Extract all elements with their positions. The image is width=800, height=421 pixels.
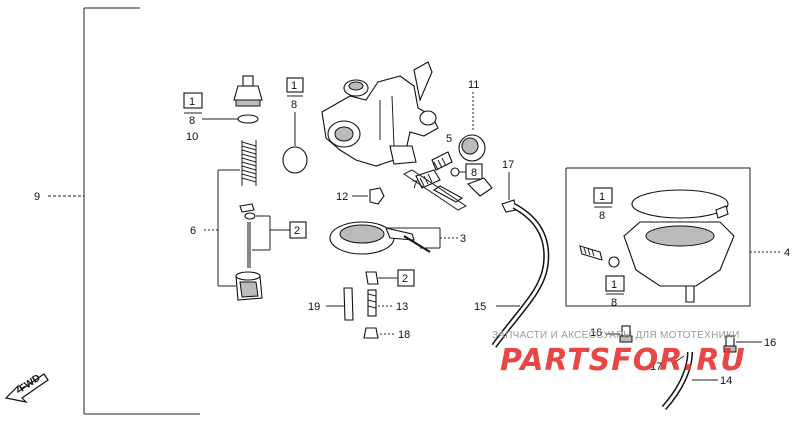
callout-9: 9 [34,191,40,203]
bracket-2-left: 2 [252,215,307,251]
top-cap-nut [233,75,263,107]
float-nut: 12 [336,187,385,205]
svg-text:1: 1 [599,191,605,203]
callout-16-left: 16 [590,327,602,339]
watermark-brand: PARTSFOR.RU [500,343,746,378]
callout-5: 5 [446,133,452,145]
callout-11: 11 [468,79,479,91]
callout-6: 6 [190,225,196,237]
carburetor-body [321,61,439,167]
boxed-ref-2-jet: 2 [402,273,408,285]
needle-clip [239,203,256,220]
boxed-ref-2-left: 2 [294,225,300,237]
svg-text:8: 8 [291,99,297,111]
fwd-arrow: FWD [4,373,49,403]
washer [237,114,259,124]
callout-18: 18 [398,329,410,341]
bracket-6: 6 [190,169,240,287]
callout-17: 17 [502,159,514,171]
callout-13: 13 [396,301,408,313]
choke-cap: 11 [458,79,486,162]
watermark: ЗАПЧАСТИ И АКСЕССУАРЫ ДЛЯ МОТОТЕХНИКИ PA… [492,330,746,378]
svg-text:1: 1 [611,279,617,291]
svg-text:8: 8 [611,297,617,309]
callout-10: 10 [186,131,198,143]
boxed-ref-1-8-oring: 1 8 [286,77,304,146]
jet-set: 2 13 19 18 [308,269,415,341]
svg-text:1: 1 [291,80,297,92]
callout-3: 3 [460,233,466,245]
float: 3 [329,221,466,255]
fuel-tube-upper: 17 15 [474,159,550,348]
throttle-spring [241,140,257,186]
svg-text:8: 8 [599,210,605,222]
svg-text:1: 1 [189,96,195,108]
callout-16-right: 16 [764,337,776,349]
watermark-subtitle: ЗАПЧАСТИ И АКСЕССУАРЫ ДЛЯ МОТОТЕХНИКИ [492,330,740,341]
callout-4: 4 [784,247,790,259]
callout-17-lower: 17 [650,361,662,373]
svg-text:8: 8 [189,115,195,127]
boxed-ref-1-8-left: 1 8 10 [183,92,240,143]
drain-tube-set: 16 16 17 14 [590,325,776,410]
callout-19: 19 [308,301,320,313]
pilot-screw-set: 5 8 7 [403,133,493,211]
float-chamber-group: 4 1 8 1 8 [565,167,790,309]
callout-15: 15 [474,301,486,313]
callout-7: 7 [412,179,418,191]
boxed-ref-8-screw: 8 [471,167,477,179]
callout-14: 14 [720,375,732,387]
bracket-9: 9 [34,7,200,415]
o-ring [282,146,308,174]
callout-12: 12 [336,191,348,203]
throttle-valve [235,271,263,301]
